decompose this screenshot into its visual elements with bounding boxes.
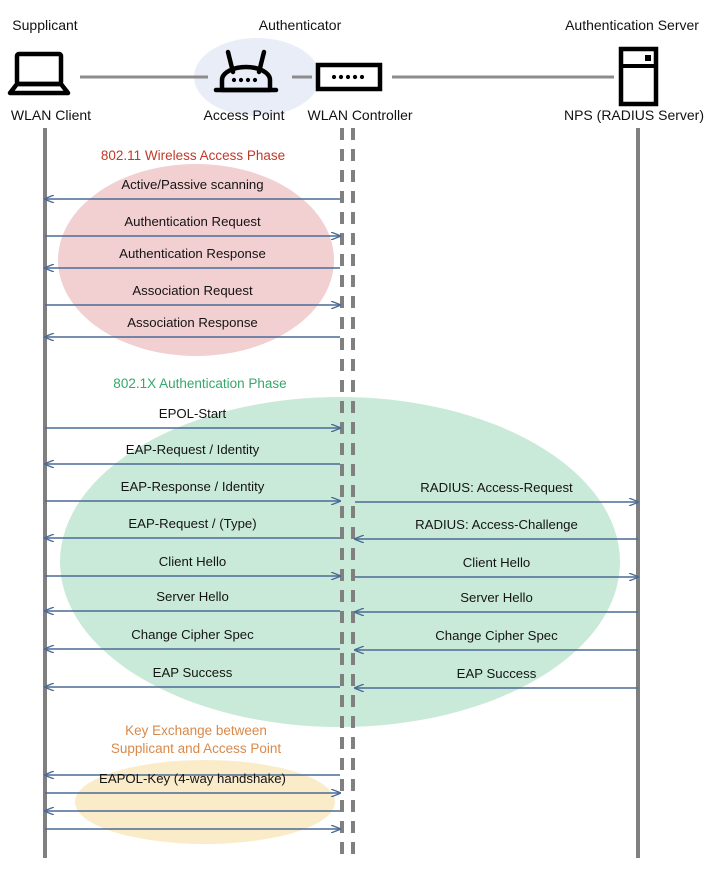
network-switch-icon	[315, 62, 383, 92]
phase-8021x-ellipse	[60, 397, 620, 727]
authenticator-blob	[194, 38, 320, 116]
message-label: EAP-Request / Identity	[125, 442, 260, 457]
message-label: RADIUS: Access-Challenge	[415, 517, 578, 532]
server-rack-icon	[618, 46, 659, 107]
phase-80211-ellipse	[58, 164, 334, 356]
message-label: EAPOL-Key (4-way handshake)	[99, 771, 286, 786]
phase-title-key-exchange-line1: Key Exchange between	[125, 723, 267, 738]
message-label: EPOL-Start	[158, 406, 227, 421]
phase-key-exchange-ellipse	[75, 760, 335, 844]
laptop-icon	[7, 51, 71, 96]
role-label-authenticator: Authenticator	[258, 17, 342, 33]
device-label-wlan-client: WLAN Client	[10, 107, 92, 123]
message-label: EAP-Response / Identity	[120, 479, 265, 494]
wireless-router-icon	[213, 49, 279, 93]
phase-title-80211: 802.11 Wireless Access Phase	[100, 148, 286, 163]
role-label-supplicant: Supplicant	[12, 17, 78, 33]
message-label: Client Hello	[462, 555, 531, 570]
message-label: Server Hello	[460, 590, 533, 605]
message-label: RADIUS: Access-Request	[420, 480, 573, 495]
phase-title-key-exchange: Key Exchange between Supplicant and Acce…	[111, 722, 281, 758]
message-label: Association Request	[132, 283, 253, 298]
message-label: Change Cipher Spec	[435, 628, 558, 643]
message-label: Active/Passive scanning	[121, 177, 264, 192]
message-label: Server Hello	[156, 589, 229, 604]
message-label: Authentication Request	[124, 214, 261, 229]
message-label: Association Response	[127, 315, 258, 330]
phase-title-key-exchange-line2: Supplicant and Access Point	[110, 741, 282, 757]
device-label-access-point: Access Point	[203, 107, 285, 123]
message-label: EAP Success	[152, 665, 233, 680]
device-label-nps-radius: NPS (RADIUS Server)	[563, 107, 705, 123]
role-label-auth-server: Authentication Server	[565, 17, 699, 33]
message-arrows	[45, 199, 638, 829]
message-label: EAP-Request / (Type)	[128, 516, 257, 531]
device-label-wlan-controller: WLAN Controller	[307, 107, 413, 123]
message-label: Client Hello	[158, 554, 227, 569]
phase-title-8021x: 802.1X Authentication Phase	[113, 376, 287, 391]
message-label: Change Cipher Spec	[131, 627, 254, 642]
message-label: EAP Success	[456, 666, 537, 681]
message-label: Authentication Response	[119, 246, 266, 261]
